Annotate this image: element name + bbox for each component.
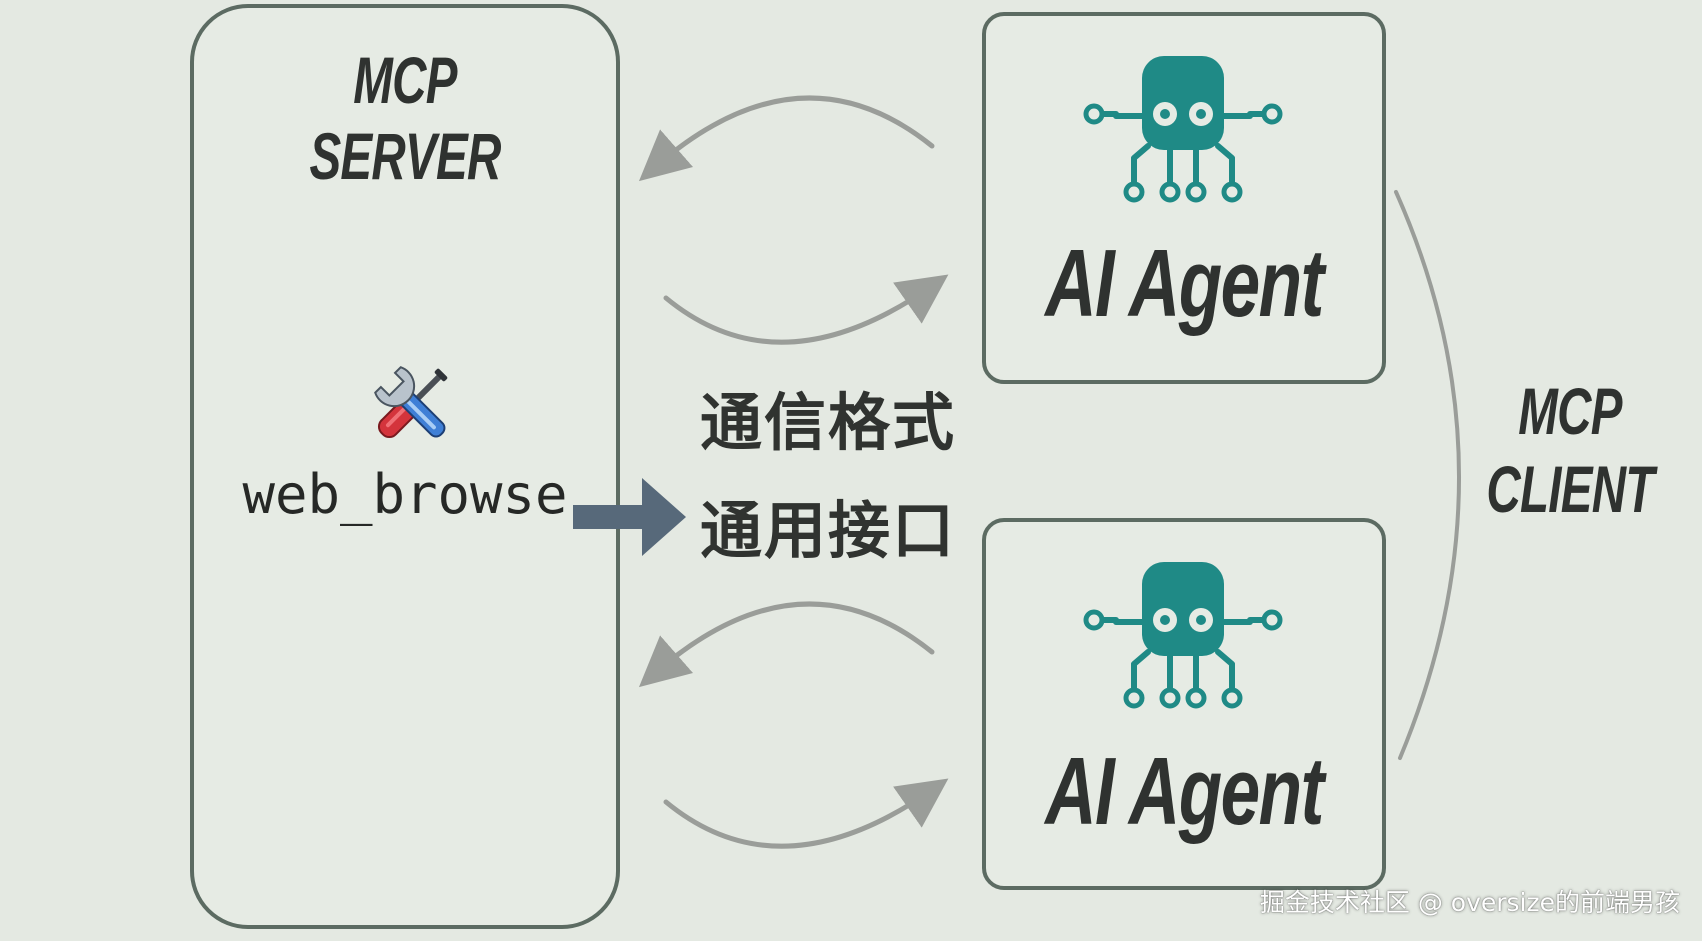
mcp-client-bracket (1394, 190, 1461, 760)
ai-agent-label-2: AI Agent (1045, 738, 1324, 845)
communication-format-label: 通信格式 (700, 386, 957, 459)
tool-export-arrow (573, 478, 686, 556)
watermark: 掘金技术社区 @ oversize的前端男孩 (1259, 888, 1680, 917)
octopus-robot-icon (1083, 56, 1283, 203)
ai-agent-label-1: AI Agent (1045, 230, 1324, 337)
hammer-and-wrench-icon (374, 366, 448, 439)
tool-name-web-browse: web_browse (242, 463, 568, 526)
mcp-server-title-line1: MCP (353, 43, 457, 117)
response-arrow-agent-1 (638, 95, 935, 182)
response-arrow-agent-2 (638, 601, 935, 688)
mcp-server-panel (190, 4, 620, 929)
mcp-server-title: MCP SERVER (250, 42, 560, 194)
mcp-client-title-line2: CLIENT (1486, 452, 1654, 526)
generic-interface-label: 通用接口 (700, 494, 957, 567)
mcp-client-title: MCP CLIENT (1476, 372, 1663, 528)
mcp-client-title-line1: MCP (1518, 374, 1622, 448)
request-arrow-agent-2 (663, 778, 949, 849)
octopus-robot-icon (1083, 562, 1283, 709)
request-arrow-agent-1 (663, 274, 949, 345)
mcp-server-title-line2: SERVER (309, 119, 501, 193)
